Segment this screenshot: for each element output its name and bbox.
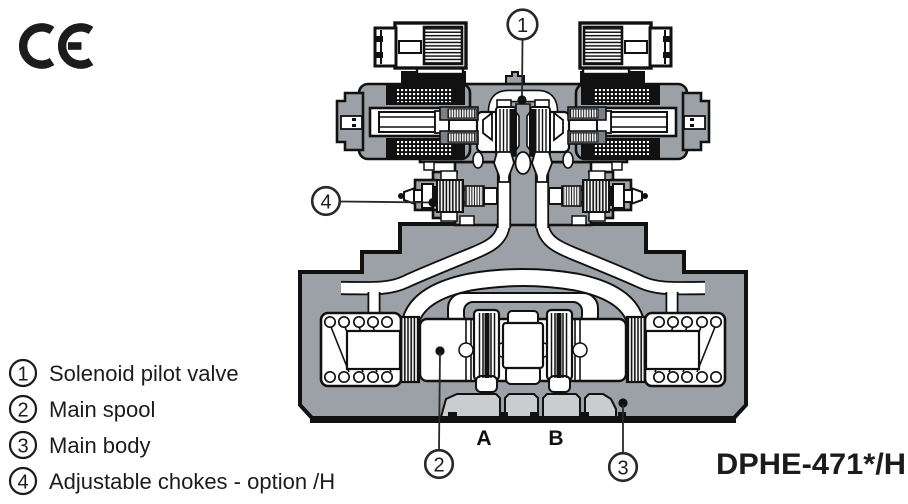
main-body <box>298 158 748 423</box>
legend-number-3: 3 <box>17 436 28 458</box>
product-code-label: DPHE-471*/H <box>716 448 906 481</box>
legend-number-2: 2 <box>17 400 28 422</box>
legend: 1 Solenoid pilot valve 2 Main spool 3 Ma… <box>8 358 335 496</box>
callout-3-bubble <box>607 451 639 483</box>
legend-item-1: 1 Solenoid pilot valve <box>8 358 239 388</box>
callout-2-bubble <box>423 448 455 480</box>
legend-number-4: 4 <box>17 472 28 494</box>
callouts: 1 4 2 3 <box>310 8 639 483</box>
pressure-gallery-dome <box>400 268 646 327</box>
callout-2-number: 2 <box>433 455 444 477</box>
callout-3: 3 <box>607 398 639 483</box>
legend-item-4: 4 Adjustable chokes - option /H <box>8 466 335 496</box>
body-bottom-face <box>310 416 736 423</box>
legend-label-3: Main body <box>49 433 151 458</box>
port-label-b: B <box>548 427 563 450</box>
port-label-a: A <box>476 427 491 450</box>
pilot-spool <box>439 99 607 157</box>
legend-item-3: 3 Main body <box>8 430 151 460</box>
callout-4: 4 <box>310 185 438 217</box>
legend-item-2: 2 Main spool <box>8 394 155 424</box>
legend-label-2: Main spool <box>49 397 155 422</box>
callout-4-number: 4 <box>320 192 331 214</box>
callout-2: 2 <box>423 346 455 480</box>
callout-1-number: 1 <box>517 15 528 37</box>
spring-right <box>625 311 727 388</box>
callout-1-bubble <box>506 8 539 41</box>
port-area <box>310 393 736 423</box>
callout-4-bubble <box>310 185 342 217</box>
ce-mark-icon <box>19 23 94 69</box>
callout-1: 1 <box>506 8 539 105</box>
pilot-gallery-channels <box>340 158 706 312</box>
spring-left <box>319 311 421 388</box>
legend-number-1: 1 <box>17 364 28 386</box>
legend-label-4: Adjustable chokes - option /H <box>49 469 335 494</box>
legend-label-1: Solenoid pilot valve <box>49 361 239 386</box>
callout-3-number: 3 <box>617 458 628 480</box>
main-spool <box>472 308 574 393</box>
pilot-drain-pockets <box>472 151 574 183</box>
